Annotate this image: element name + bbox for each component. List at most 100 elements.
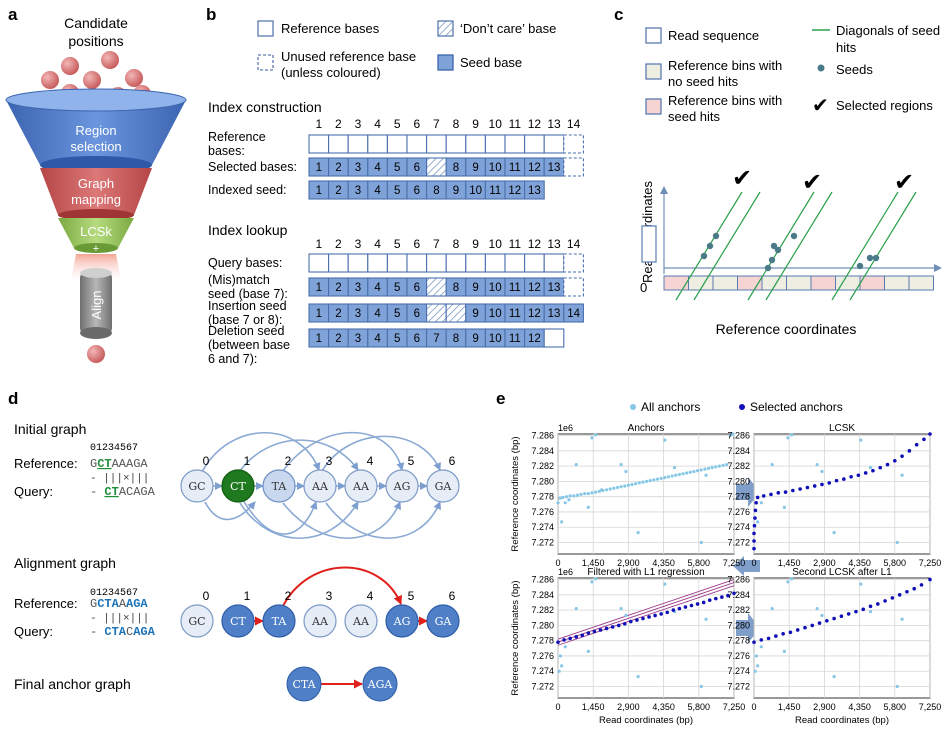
- selected-region-check-icon: ✔: [802, 168, 822, 196]
- seed-point: [768, 256, 776, 264]
- x-tick-label: 1,450: [778, 558, 801, 568]
- base-cell: [406, 134, 428, 154]
- alignment-match-line: - |||×|||: [90, 613, 149, 625]
- position-number: 10: [489, 237, 503, 251]
- selected-anchor-point: [897, 593, 902, 597]
- base-cell-label: 10: [489, 333, 502, 345]
- anchor-point: [634, 482, 638, 486]
- base-cell-label: 6: [414, 282, 420, 294]
- base-cell-label: 7: [433, 333, 439, 345]
- legend-bins-no-hits-swatch: [645, 63, 662, 80]
- base-cell: [426, 253, 447, 273]
- anchor-point: [624, 613, 628, 618]
- base-cell-label: 11: [509, 282, 521, 294]
- base-cell-label: 4: [374, 282, 381, 294]
- legend-unused-label-1: Unused reference base: [281, 49, 416, 64]
- exponent-label: 1e6: [558, 423, 573, 433]
- base-cell-label: 12: [528, 333, 541, 345]
- anchor-point: [900, 617, 904, 621]
- anchor-point: [820, 469, 824, 474]
- reference-bin: [761, 275, 787, 291]
- selected-anchor-point: [846, 612, 851, 616]
- base-cell-label: 12: [508, 185, 521, 197]
- selected-anchor-point: [677, 606, 682, 611]
- x-tick-label: 5,800: [688, 702, 711, 712]
- base-cell-label: 13: [548, 162, 561, 174]
- position-number: 6: [413, 237, 420, 251]
- position-number: 1: [315, 117, 322, 131]
- legend-reference-label: Reference bases: [281, 21, 380, 36]
- base-cell: [445, 134, 467, 154]
- anchor-point: [681, 472, 685, 476]
- region-selection-label-2: selection: [70, 139, 121, 154]
- y-tick-label: 7.274: [727, 522, 750, 532]
- graph-node: [426, 469, 460, 503]
- base-cell: [445, 253, 467, 273]
- panel-letter-d: d: [8, 389, 18, 408]
- selected-anchor-point: [574, 635, 579, 639]
- position-number: 12: [528, 237, 542, 251]
- base-cell: [563, 134, 584, 154]
- base-cell-label: 5: [394, 308, 400, 320]
- anchor-point: [699, 468, 703, 472]
- base-cell-label: 2: [335, 185, 341, 197]
- initial-indices: 01234567: [90, 443, 138, 454]
- selected-anchor-point: [919, 583, 924, 587]
- base-cell: [308, 134, 330, 154]
- base-cell-label: 5: [394, 162, 400, 174]
- x-tick-label: 0: [555, 702, 560, 712]
- graph-node-index: 0: [203, 589, 210, 603]
- graph-node-index: 5: [408, 454, 415, 468]
- y-tick-label: 7.280: [531, 476, 554, 486]
- seed-diagonals: [675, 191, 917, 301]
- base-cell: [367, 134, 388, 154]
- align-tube-top: [80, 268, 112, 278]
- graph-node: [344, 469, 378, 503]
- base-cell-label: 1: [316, 333, 322, 345]
- position-number: 9: [472, 237, 479, 251]
- selected-anchor-point: [647, 615, 651, 619]
- anchor-point: [663, 582, 667, 586]
- selected-anchor-point: [629, 619, 633, 624]
- selected-anchor-point: [752, 539, 756, 543]
- index-construction-heading: Index construction: [208, 99, 322, 115]
- base-cell: [386, 134, 408, 154]
- selected-anchor-point: [803, 625, 807, 630]
- x-tick-label: 1,450: [778, 702, 801, 712]
- base-cell-label: 9: [472, 162, 478, 174]
- graph-node-label: GC: [188, 480, 205, 493]
- position-number: 3: [355, 237, 362, 251]
- graph-node: [344, 604, 378, 638]
- x-tick-label: 0: [751, 702, 756, 712]
- selected-region-check-icon: ✔: [894, 168, 914, 196]
- seed-point: [706, 242, 714, 250]
- anchor-point: [868, 610, 873, 614]
- selected-anchor-point: [592, 629, 597, 634]
- base-cell: [386, 253, 408, 273]
- anchor-point: [699, 684, 703, 689]
- legend-seed-swatch: [437, 54, 454, 71]
- selected-anchor-point: [834, 478, 839, 483]
- selected-anchor-point: [622, 622, 627, 626]
- legend-seed-dot: [817, 64, 825, 72]
- position-number: 6: [413, 117, 420, 131]
- anchor-point: [619, 606, 623, 611]
- graph-mapping-label-2: mapping: [71, 192, 121, 207]
- selected-anchor-point: [868, 604, 873, 609]
- selected-anchor-point: [905, 589, 909, 594]
- base-cell: [543, 134, 565, 154]
- panel-c: c Read sequence Reference bins with no s…: [614, 5, 942, 337]
- x-tick-label: 1,450: [582, 702, 605, 712]
- anchor-point: [704, 617, 708, 621]
- panel-b: b Reference bases ‘Don’t care’ base Unus…: [206, 5, 584, 366]
- selected-anchor-point: [580, 633, 585, 638]
- final-node: [362, 666, 398, 702]
- alignment-reference-label: Reference:: [14, 596, 78, 611]
- y-tick-label: 7.286: [727, 575, 750, 585]
- position-number: 2: [335, 117, 342, 131]
- graph-node-label: TA: [272, 480, 288, 493]
- align-label: Align: [89, 291, 104, 320]
- x-tick-label: 7,250: [919, 558, 942, 568]
- position-number: 11: [509, 237, 522, 251]
- base-cell: [426, 277, 447, 297]
